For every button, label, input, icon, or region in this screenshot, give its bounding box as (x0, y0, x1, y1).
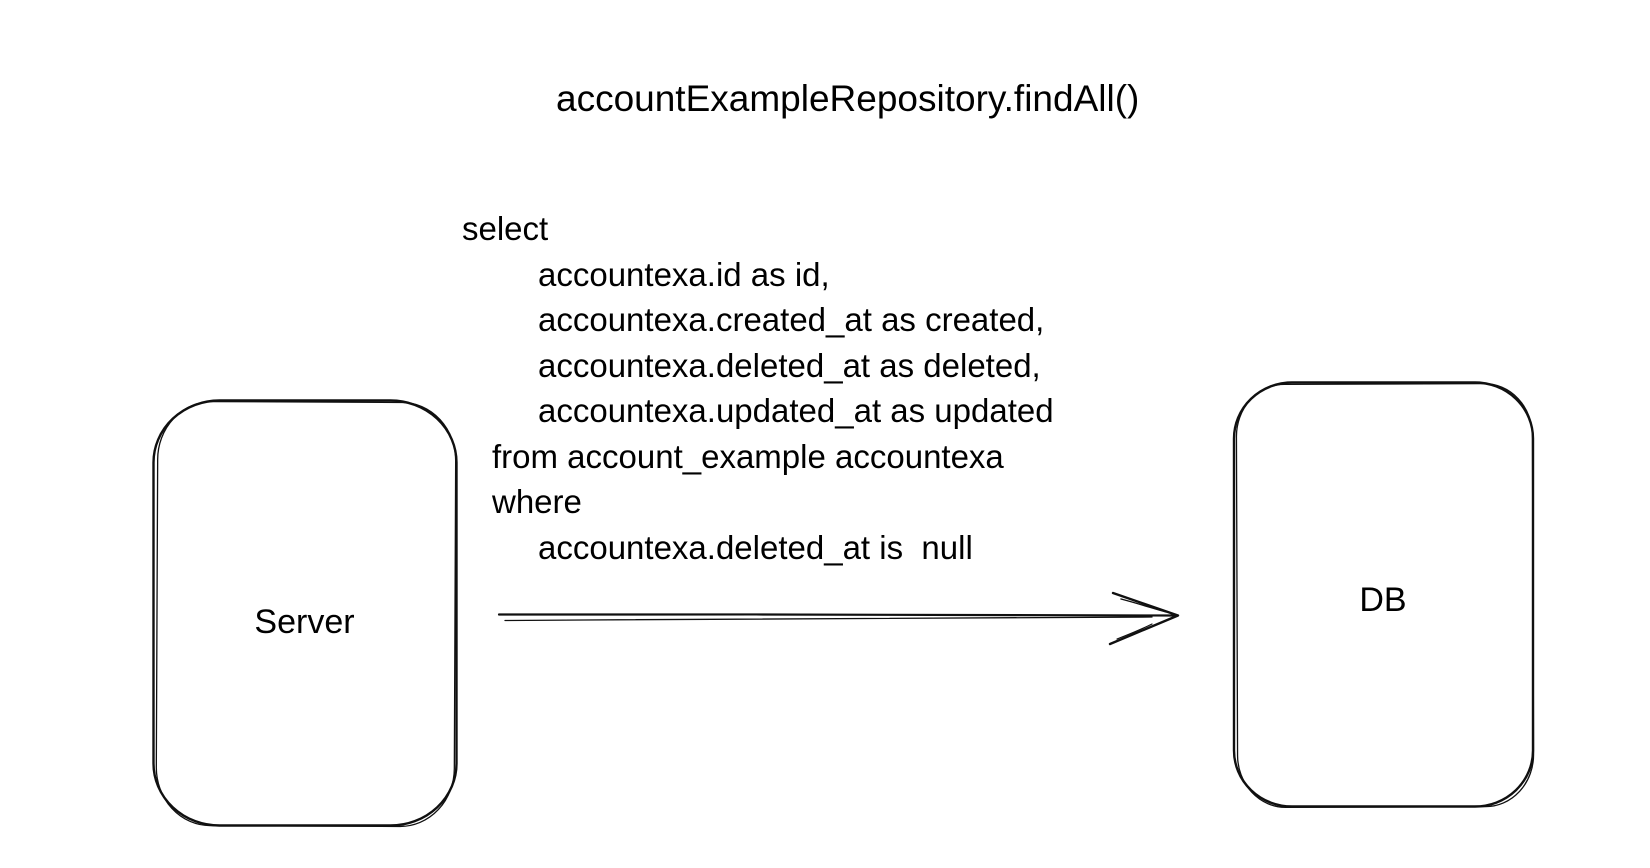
sql-line: from account_example accountexa (492, 437, 1004, 475)
sql-line: accountexa.created_at as created, (538, 301, 1045, 338)
arrow-head (1108, 591, 1180, 646)
server-node-label: Server (254, 603, 355, 641)
db-box-shape (1232, 381, 1535, 808)
db-node-label: DB (1359, 581, 1407, 619)
arrow-line (497, 613, 1176, 622)
sql-line: accountexa.deleted_at as deleted, (538, 346, 1041, 384)
sql-line: accountexa.id as id, (538, 255, 830, 293)
sql-query-block: select accountexa.id as id, accountexa.cre… (462, 206, 1054, 570)
sql-line: where (492, 483, 582, 520)
server-box-shape (152, 399, 458, 828)
sql-line: accountexa.deleted_at is null (538, 528, 973, 566)
method-call-label: accountExampleRepository.findAll() (556, 78, 1140, 119)
sql-line: accountexa.updated_at as updated (538, 392, 1054, 429)
sql-line: select (462, 210, 549, 247)
